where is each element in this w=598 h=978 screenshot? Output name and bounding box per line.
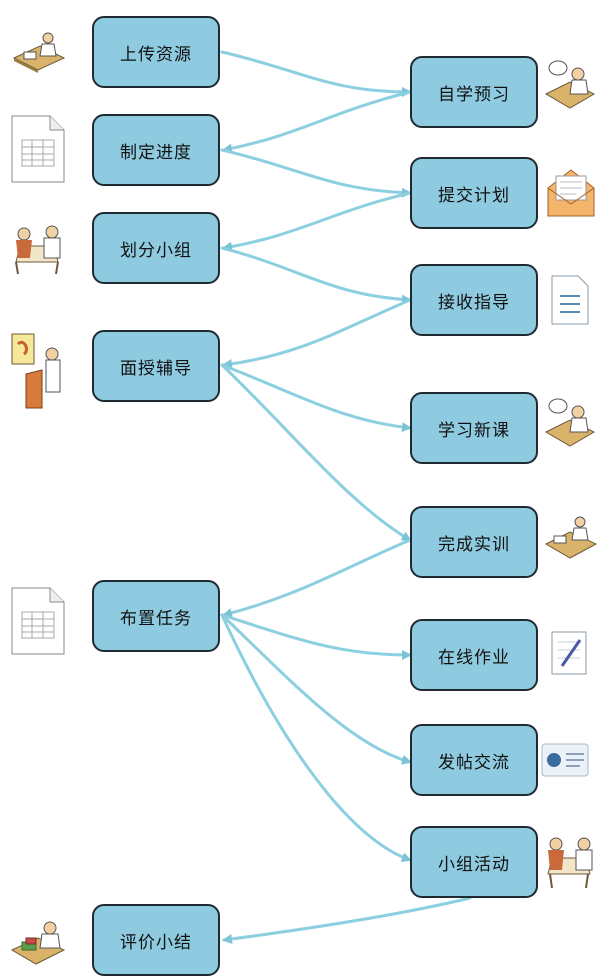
node-set-schedule[interactable]: 制定进度 (92, 114, 220, 186)
presenter-podium-icon (11, 333, 61, 409)
node-post-discussion[interactable]: 发帖交流 (410, 724, 538, 796)
person-at-desk-icon (12, 32, 66, 73)
arrow-guidance-to-tutor (222, 298, 412, 369)
document-page-icon (551, 275, 589, 325)
group-meeting-icon (547, 837, 593, 889)
student-studying-icon (544, 60, 596, 109)
node-assign-tasks[interactable]: 布置任务 (92, 580, 220, 652)
arrow-tutor-to-newcourse (220, 363, 412, 433)
node-receive-guidance[interactable]: 接收指导 (410, 264, 538, 336)
node-evaluate-summary[interactable]: 评价小结 (92, 904, 220, 976)
arrow-plan-to-group (222, 191, 412, 252)
node-face-to-face-tutoring[interactable]: 面授辅导 (92, 330, 220, 402)
arrow-assign-to-homework (220, 613, 412, 660)
spreadsheet-document-icon (11, 115, 65, 183)
spreadsheet-document-icon (11, 587, 65, 655)
node-submit-plan[interactable]: 提交计划 (410, 157, 538, 229)
node-self-preview[interactable]: 自学预习 (410, 56, 538, 128)
arrow-tutor-to-practice (220, 363, 412, 542)
node-upload-resources[interactable]: 上传资源 (92, 16, 220, 88)
edit-document-icon (551, 631, 587, 675)
contact-card-icon (541, 743, 589, 777)
group-meeting-icon (15, 225, 61, 275)
student-studying-icon (544, 398, 596, 447)
arrow-schedule-to-plan (220, 148, 412, 198)
arrow-practice-to-assign (222, 538, 412, 618)
arrow-activity-to-evaluate (222, 896, 472, 944)
node-online-homework[interactable]: 在线作业 (410, 619, 538, 691)
envelope-mail-icon (547, 169, 595, 217)
node-divide-groups[interactable]: 划分小组 (92, 212, 220, 284)
person-at-desk-icon (10, 921, 66, 965)
node-learn-new-course[interactable]: 学习新课 (410, 392, 538, 464)
node-complete-practice[interactable]: 完成实训 (410, 506, 538, 578)
person-at-desk-icon (544, 516, 598, 559)
node-group-activity[interactable]: 小组活动 (410, 826, 538, 898)
arrow-assign-to-post (220, 613, 412, 765)
arrow-group-to-guidance (220, 246, 412, 305)
arrow-assign-to-activity (220, 613, 412, 863)
arrow-upload-to-preview (220, 50, 412, 97)
arrow-preview-to-schedule (222, 90, 412, 154)
